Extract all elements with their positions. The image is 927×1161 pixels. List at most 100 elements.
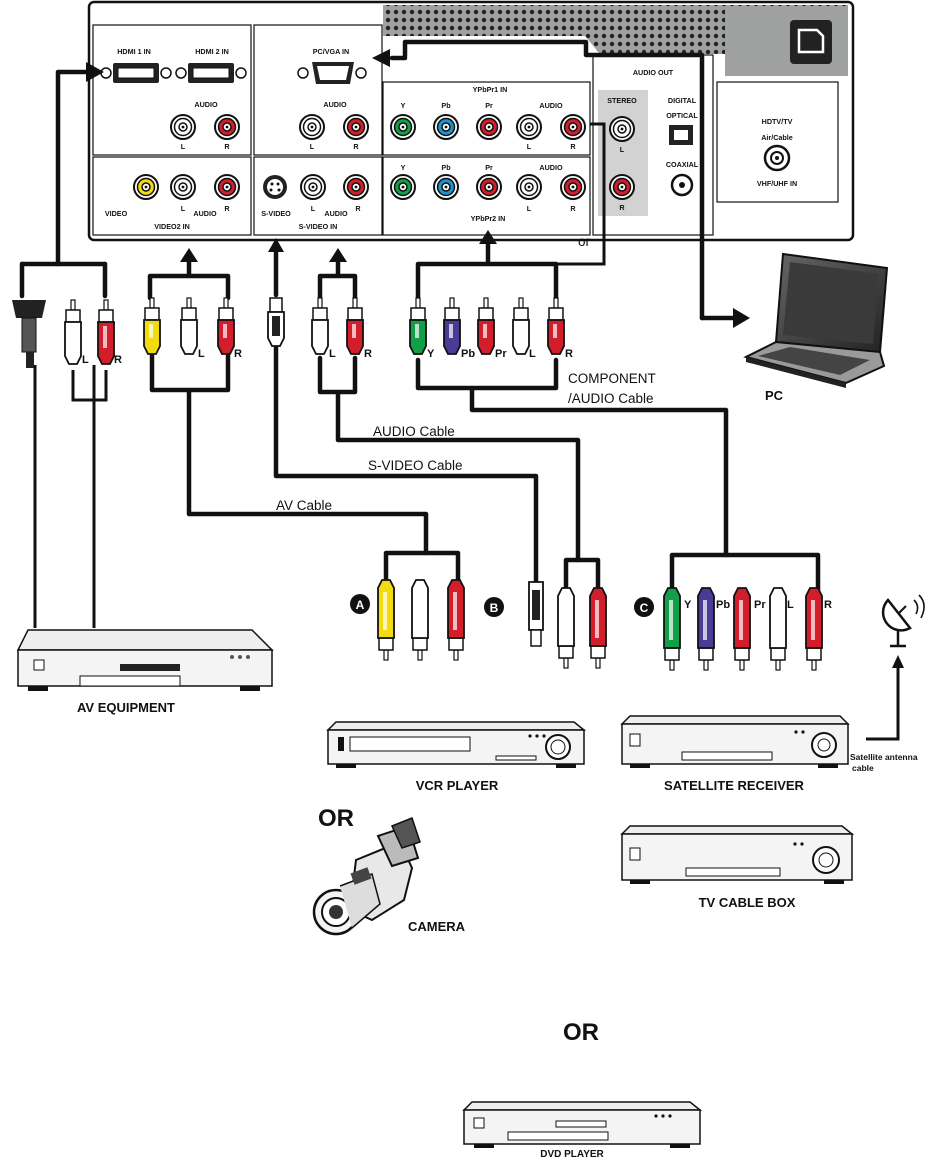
coaxial-label: COAXIAL bbox=[666, 160, 699, 169]
rca-jack-red bbox=[560, 114, 586, 140]
rca-jack-blue bbox=[433, 174, 459, 200]
hdmi-cable bbox=[55, 69, 98, 267]
component-cable-label-2: /AUDIO Cable bbox=[568, 391, 654, 406]
svideo-label: S-VIDEO bbox=[261, 209, 291, 218]
arrow-icon bbox=[329, 248, 347, 262]
rca-plug-white bbox=[411, 579, 429, 661]
hdtv-label: HDTV/TV bbox=[762, 117, 793, 126]
svideo-cable-label: S-VIDEO Cable bbox=[368, 458, 463, 473]
plug-channel-label: Y bbox=[684, 599, 692, 611]
svideo-plug-icon bbox=[528, 581, 544, 647]
rca-jack-green bbox=[390, 114, 416, 140]
pc-audio-label: AUDIO bbox=[323, 100, 347, 109]
vcr-player-label: VCR PLAYER bbox=[416, 778, 499, 793]
tv-cable-box-icon bbox=[620, 825, 855, 884]
rca-jack-red bbox=[476, 174, 502, 200]
arrow-icon bbox=[479, 230, 497, 244]
rca-plug-white bbox=[512, 297, 530, 355]
label-pr: Pr bbox=[485, 163, 493, 172]
tv-back-panel: HDMI 1 IN HDMI 2 IN PC/VGA IN AUDIO L R … bbox=[87, 0, 855, 242]
rca-plug-red bbox=[217, 297, 235, 355]
rca-jack-red bbox=[476, 114, 502, 140]
plug-channel-label: R bbox=[364, 348, 372, 360]
label-r: R bbox=[355, 204, 361, 213]
vga-port bbox=[297, 62, 367, 84]
component-cable bbox=[415, 357, 729, 558]
ypbpr1-audio-label: AUDIO bbox=[539, 101, 563, 110]
camera-label: CAMERA bbox=[408, 919, 466, 934]
av-equipment-device-icon bbox=[16, 629, 274, 691]
rca-plug-green bbox=[663, 587, 681, 671]
rca-plug-red bbox=[733, 587, 751, 671]
video2in-label: VIDEO2 IN bbox=[154, 222, 190, 231]
plug-channel-label: R bbox=[114, 354, 122, 366]
satellite-dish-icon bbox=[881, 594, 925, 648]
plug-channel-label: Pr bbox=[754, 599, 766, 611]
plug-channel-label: Pb bbox=[716, 599, 730, 611]
svideo-in-label: S-VIDEO IN bbox=[299, 222, 338, 231]
plug-channel-label: R bbox=[234, 348, 242, 360]
rca-plug-red bbox=[346, 297, 364, 355]
label-l: L bbox=[527, 204, 532, 213]
vga-plug-icon bbox=[12, 300, 46, 368]
label-pb: Pb bbox=[441, 163, 451, 172]
video-label: VIDEO bbox=[105, 209, 128, 218]
rca-jack-white bbox=[170, 114, 196, 140]
aircable-label: Air/Cable bbox=[761, 133, 793, 142]
label-y: Y bbox=[401, 101, 406, 110]
svideo-audio-label: AUDIO bbox=[324, 209, 348, 218]
stereo-label: STEREO bbox=[607, 96, 637, 105]
satellite-receiver-label: SATELLITE RECEIVER bbox=[664, 778, 804, 793]
or-label-2: OR bbox=[563, 1019, 599, 1046]
arrow-icon bbox=[180, 248, 198, 262]
av-cable-label: AV Cable bbox=[276, 498, 332, 513]
stereo-link bbox=[556, 122, 606, 266]
rca-jack-white bbox=[300, 174, 326, 200]
laptop-icon bbox=[743, 252, 889, 388]
power-socket-icon bbox=[790, 20, 832, 64]
label-y: Y bbox=[401, 163, 406, 172]
optical-port-icon bbox=[669, 125, 693, 145]
hdmi1-port bbox=[100, 63, 172, 83]
rca-jack-red bbox=[214, 174, 240, 200]
badge-c: C bbox=[634, 597, 654, 617]
rca-jack-white bbox=[609, 116, 635, 142]
rca-plug-red bbox=[477, 297, 495, 355]
label-l: L bbox=[181, 142, 186, 151]
rca-jack-green bbox=[390, 174, 416, 200]
video2-audio-label: AUDIO bbox=[193, 209, 217, 218]
coaxial-port-icon bbox=[670, 173, 694, 197]
rca-plug-red bbox=[547, 297, 565, 355]
satellite-antenna-label: Satellite antenna bbox=[850, 752, 918, 762]
plug-channel-label: Y bbox=[427, 348, 435, 360]
badge-b-text: B bbox=[490, 601, 499, 615]
plug-channel-label: L bbox=[329, 348, 336, 360]
cables bbox=[19, 39, 904, 741]
rca-plug-red bbox=[589, 587, 607, 669]
av-cable bbox=[149, 353, 429, 556]
camera-icon bbox=[312, 817, 421, 936]
plug-channel-label: R bbox=[824, 599, 832, 611]
audio-cable-bracket bbox=[317, 253, 358, 301]
vcr-player-icon bbox=[326, 721, 587, 768]
svideo-cable bbox=[273, 342, 539, 586]
svideo-port-icon bbox=[263, 175, 287, 199]
plug-channel-label: Pr bbox=[495, 348, 507, 360]
hdmi1-label: HDMI 1 IN bbox=[117, 47, 151, 56]
pcvga-label: PC/VGA IN bbox=[313, 47, 349, 56]
dvd-player-label: DVD PLAYER bbox=[540, 1149, 604, 1160]
rca-jack-white bbox=[516, 174, 542, 200]
rca-plug-yellow bbox=[377, 579, 395, 661]
label-l: L bbox=[310, 142, 315, 151]
plug-channel-label: L bbox=[198, 348, 205, 360]
label-l: L bbox=[311, 204, 316, 213]
satellite-antenna-cable bbox=[866, 660, 900, 741]
plug-channel-label: R bbox=[565, 348, 573, 360]
rca-jack-white bbox=[516, 114, 542, 140]
satellite-receiver-icon bbox=[620, 715, 850, 768]
badge-a: A bbox=[350, 594, 370, 614]
rca-plug-green bbox=[409, 297, 427, 355]
rca-plug-white bbox=[64, 299, 82, 365]
